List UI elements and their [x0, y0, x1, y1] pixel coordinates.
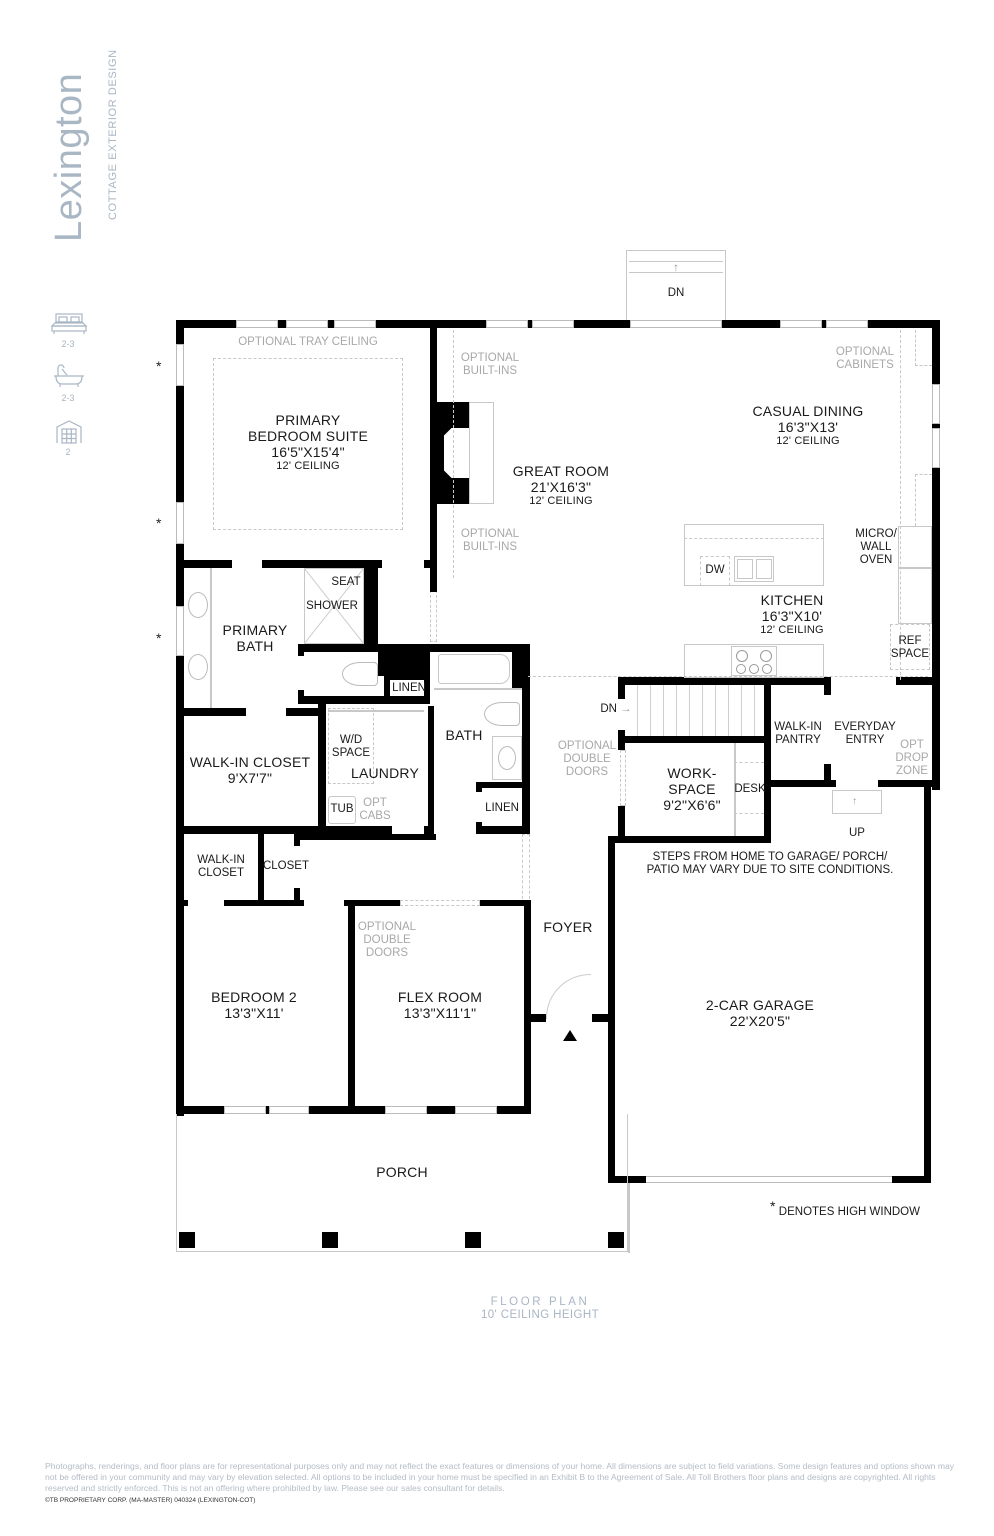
garage-steps-note: STEPS FROM HOME TO GARAGE/ PORCH/PATIO M…	[646, 851, 894, 877]
garage-entry-steps	[832, 790, 882, 814]
toilet-bath	[484, 702, 520, 726]
ref-space	[890, 624, 930, 670]
room-walk-in-closet: WALK-IN CLOSET 9'X7'7"	[189, 754, 311, 787]
tub-label: TUB	[330, 803, 354, 815]
stairs-down-label: DN →	[600, 703, 632, 715]
entry-arrow-icon	[563, 1030, 577, 1041]
high-window-legend: * DENOTES HIGH WINDOW	[770, 1198, 920, 1218]
porch-column	[465, 1232, 481, 1248]
porch-column	[179, 1232, 195, 1248]
copyright-notice: ©TB PROPRIETARY CORP. (MA-MASTER) 040324…	[45, 1497, 256, 1504]
tray-ceiling-note: OPTIONAL TRAY CEILING	[238, 336, 378, 348]
dishwasher-label: DW	[705, 564, 725, 576]
vanity-bath	[492, 736, 522, 780]
bedrooms-count: 2-3	[61, 339, 75, 349]
room-primary-bedroom: PRIMARY BEDROOM SUITE 16'5"X15'4" 12' CE…	[247, 412, 369, 473]
porch-outline	[176, 1114, 628, 1252]
high-window-marker: *	[156, 515, 162, 531]
shower	[304, 568, 364, 644]
room-bath: BATH	[445, 727, 483, 743]
bathrooms-count: 2-3	[61, 393, 75, 403]
room-flex: FLEX ROOM 13'3"X11'1"	[397, 989, 483, 1022]
room-porch: PORCH	[376, 1164, 428, 1180]
floor-plan: ↑ DN	[156, 250, 940, 1253]
floor-plan-caption: FLOOR PLAN 10' CEILING HEIGHT	[480, 1296, 600, 1322]
porch-column	[322, 1232, 338, 1248]
room-workspace: WORK- SPACE 9'2"X6'6"	[663, 765, 721, 814]
tray-ceiling-outline	[213, 358, 403, 530]
garage-steps-up-label: UP	[849, 827, 865, 839]
wall-oven	[898, 526, 932, 568]
stair-treads	[625, 685, 765, 736]
room-garage: 2-CAR GARAGE 22'X20'5"	[705, 997, 815, 1030]
linen-closet-1: LINEN	[392, 682, 426, 694]
toilet-primary	[342, 662, 378, 686]
bathtub-icon	[52, 364, 86, 395]
fireplace-hearth	[469, 402, 494, 504]
room-hall-closet: CLOSET	[262, 860, 309, 872]
front-door-swing	[546, 974, 591, 1019]
kitchen-island	[684, 524, 824, 586]
room-laundry: LAUNDRY	[350, 765, 420, 781]
room-bedroom-2: BEDROOM 2 13'3"X11'	[211, 989, 297, 1022]
sink-left-bottom	[188, 654, 208, 680]
linen-closet-2: LINEN	[485, 802, 519, 814]
garage-icon	[55, 420, 83, 449]
room-casual-dining: CASUAL DINING 16'3"X13' 12' CEILING	[752, 403, 864, 448]
porch-column	[608, 1232, 624, 1248]
high-window-marker: *	[156, 358, 162, 374]
kitchen-counter	[684, 644, 824, 678]
sink	[734, 556, 774, 582]
shower-seat-label: SEAT	[331, 576, 361, 588]
laundry-tub	[328, 796, 356, 824]
rear-steps-arrow: ↑	[673, 262, 679, 274]
high-window-marker: *	[156, 630, 162, 646]
shower-label: SHOWER	[306, 600, 358, 612]
desk-label: DESK	[734, 783, 766, 795]
garage-count: 2	[65, 447, 71, 457]
bed-icon	[50, 312, 88, 341]
cooktop	[731, 646, 777, 676]
legal-disclaimer: Photographs, renderings, and floor plans…	[45, 1461, 955, 1493]
sink-left-top	[188, 592, 208, 618]
bathtub	[438, 654, 510, 684]
room-great-room: GREAT ROOM 21'X16'3" 12' CEILING	[512, 463, 610, 508]
room-foyer: FOYER	[543, 919, 593, 935]
rear-steps-label: DN	[667, 287, 685, 299]
wd-space	[328, 708, 374, 784]
room-kitchen: KITCHEN 16'3"X10' 12' CEILING	[760, 592, 824, 637]
dishwasher	[700, 556, 730, 586]
